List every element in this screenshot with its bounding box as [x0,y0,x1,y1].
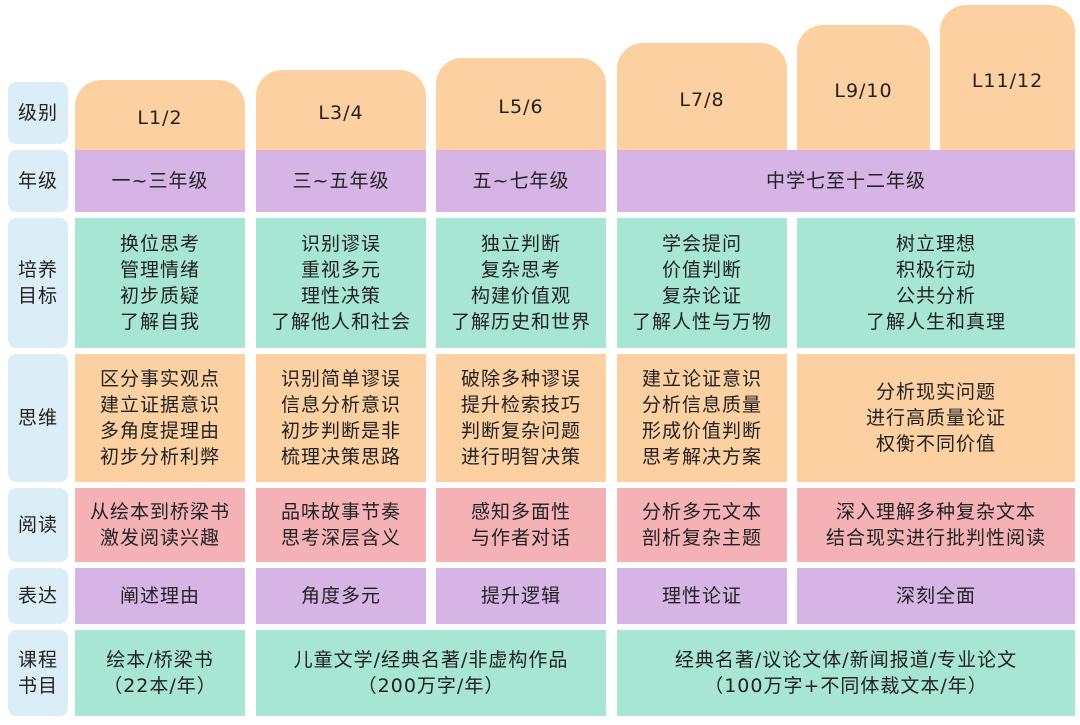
row-label-goal: 培养目标 [8,218,68,348]
grade-cell-2: 三~五年级 [256,150,426,212]
goal-cell-1: 换位思考管理情绪初步质疑了解自我 [75,218,245,348]
books-cell-1: 绘本/桥梁书（22本/年） [75,630,245,716]
grade-cell-3: 五~七年级 [436,150,606,212]
goal-cell-2: 识别谬误重视多元理性决策了解他人和社会 [256,218,426,348]
row-label-grade: 年级 [8,150,68,212]
level-tab-l3-4: L3/4 [256,70,426,150]
row-label-thinking: 思维 [8,354,68,482]
reading-cell-1: 从绘本到桥梁书激发阅读兴趣 [75,488,245,562]
level-tab-l1-2: L1/2 [75,80,245,150]
grade-cell-4: 中学七至十二年级 [617,150,1075,212]
level-tab-l9-10: L9/10 [797,25,930,150]
row-label-level: 级别 [8,82,68,144]
books-cell-3: 经典名著/议论文体/新闻报道/专业论文（100万字+不同体裁文本/年） [617,630,1075,716]
thinking-cell-3: 破除多种谬误提升检索技巧判断复杂问题进行明智决策 [436,354,606,482]
goal-cell-4: 学会提问价值判断复杂论证了解人性与万物 [617,218,787,348]
reading-cell-5: 深入理解多种复杂文本结合现实进行批判性阅读 [797,488,1075,562]
expression-cell-1: 阐述理由 [75,568,245,624]
expression-cell-2: 角度多元 [256,568,426,624]
reading-cell-3: 感知多面性与作者对话 [436,488,606,562]
level-tab-l5-6: L5/6 [436,58,606,150]
expression-cell-3: 提升逻辑 [436,568,606,624]
books-cell-2: 儿童文学/经典名著/非虚构作品（200万字/年） [256,630,606,716]
thinking-cell-5: 分析现实问题进行高质量论证权衡不同价值 [797,354,1075,482]
reading-cell-2: 品味故事节奏思考深层含义 [256,488,426,562]
row-label-expression: 表达 [8,568,68,624]
level-tab-l7-8: L7/8 [617,43,787,150]
level-tab-l11-12: L11/12 [940,5,1075,150]
expression-cell-4: 理性论证 [617,568,787,624]
reading-cell-4: 分析多元文本剖析复杂主题 [617,488,787,562]
expression-cell-5: 深刻全面 [797,568,1075,624]
grade-cell-1: 一~三年级 [75,150,245,212]
goal-cell-3: 独立判断复杂思考构建价值观了解历史和世界 [436,218,606,348]
thinking-cell-2: 识别简单谬误信息分析意识初步判断是非梳理决策思路 [256,354,426,482]
goal-cell-5: 树立理想积极行动公共分析了解人生和真理 [797,218,1075,348]
row-label-reading: 阅读 [8,488,68,562]
thinking-cell-1: 区分事实观点建立证据意识多角度提理由初步分析利弊 [75,354,245,482]
row-label-books: 课程书目 [8,630,68,716]
thinking-cell-4: 建立论证意识分析信息质量形成价值判断思考解决方案 [617,354,787,482]
